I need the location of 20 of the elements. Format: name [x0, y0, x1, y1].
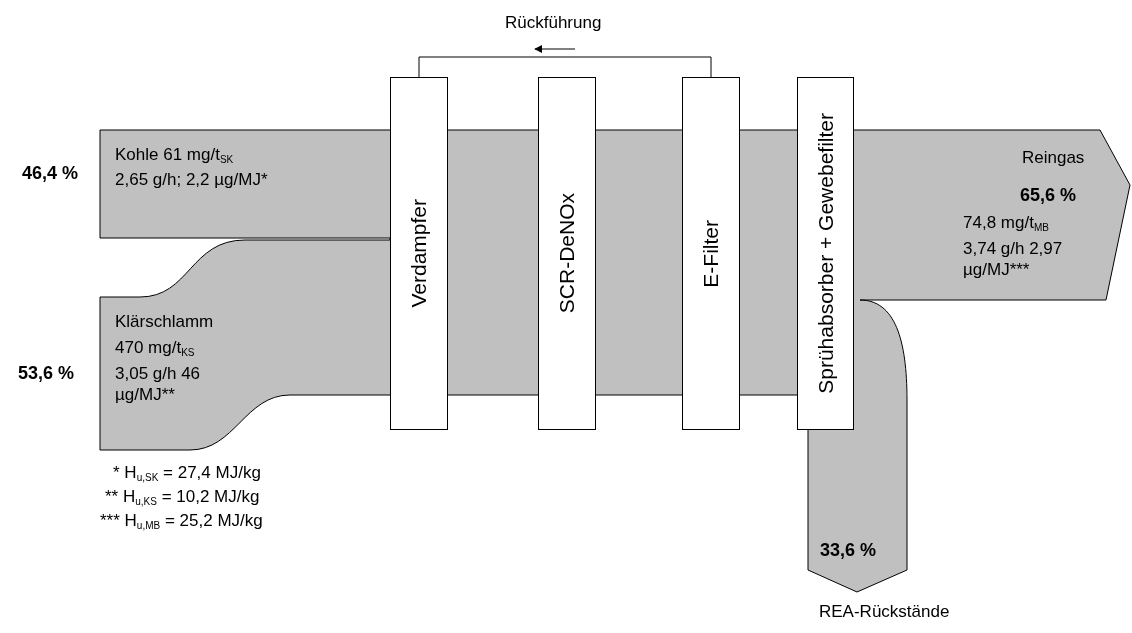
stream-data-text: 470 mg/t$_{KS}$ 3,05 g/h 46 µg/MJ** — [115, 337, 202, 405]
apparatus-box: SCR-DeNOx — [538, 77, 596, 430]
connector-line — [418, 56, 712, 78]
percentage-text: 46,4 % — [22, 163, 79, 184]
footnote-text: * H$_{u,SK}$ = 27,4 MJ/kg — [113, 462, 261, 485]
stream-heading: Reingas — [1022, 147, 1085, 168]
edge-label: Rückführung — [505, 12, 602, 33]
stream-heading: Kohle 61 mg/t$_{SK}$ — [115, 144, 234, 167]
apparatus-box: E-Filter — [682, 77, 740, 430]
apparatus-box: Verdampfer — [390, 77, 448, 430]
percentage-text: 53,6 % — [18, 363, 75, 384]
footnote-text: ** H$_{u,KS}$ = 10,2 MJ/kg — [105, 486, 260, 509]
stream-data-text: 2,65 g/h; 2,2 µg/MJ* — [115, 169, 268, 190]
footnote-text: *** H$_{u,MB}$ = 25,2 MJ/kg — [100, 510, 263, 533]
stream-data-text: 74,8 mg/t$_{MB}$ 3,74 g/h 2,97 µg/MJ*** — [963, 212, 1064, 280]
apparatus-box: Sprühabsorber + Gewebefilter — [797, 77, 854, 430]
stream-heading: Klärschlamm — [115, 311, 214, 332]
stream-caption: REA-Rückstände — [819, 601, 950, 622]
percentage-text: 65,6 % — [1020, 185, 1077, 206]
percentage-text: 33,6 % — [820, 540, 877, 561]
